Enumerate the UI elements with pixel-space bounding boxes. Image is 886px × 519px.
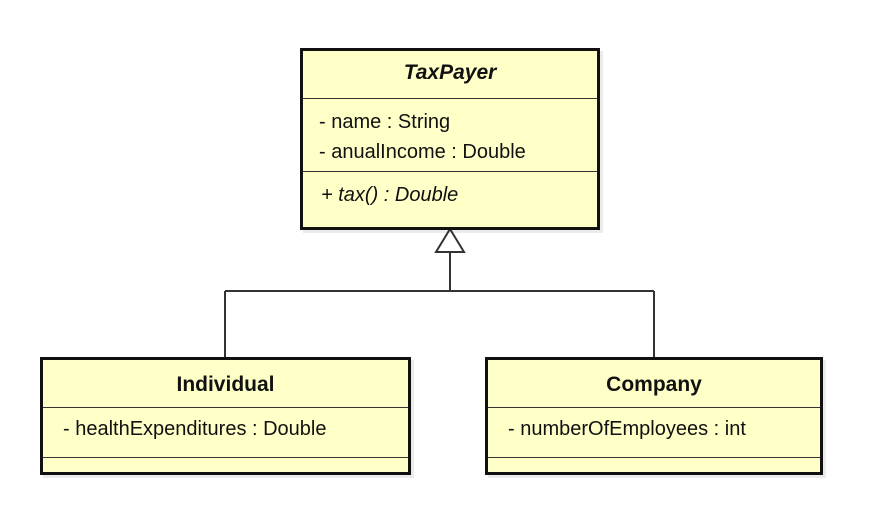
class-name-company: Company	[488, 360, 820, 408]
individual-operations	[43, 458, 408, 476]
attribute-name: - name : String	[319, 111, 451, 133]
class-name-individual: Individual	[43, 360, 408, 408]
operation-tax: + tax() : Double	[321, 184, 459, 206]
class-individual[interactable]: Individual - healthExpenditures : Double	[40, 357, 411, 475]
attribute-anual-income: - anualIncome : Double	[319, 141, 526, 163]
attribute-number-of-employees: - numberOfEmployees : int	[508, 418, 746, 440]
class-name-taxpayer: TaxPayer	[303, 51, 597, 99]
class-taxpayer[interactable]: TaxPayer - name : String - anualIncome :…	[300, 48, 600, 230]
class-company[interactable]: Company - numberOfEmployees : int	[485, 357, 823, 475]
company-attributes: - numberOfEmployees : int	[488, 408, 820, 458]
company-operations	[488, 458, 820, 476]
attribute-health-expenditures: - healthExpenditures : Double	[63, 418, 327, 440]
taxpayer-operations: + tax() : Double	[303, 172, 597, 214]
generalization-arrowhead	[434, 227, 466, 253]
individual-attributes: - healthExpenditures : Double	[43, 408, 408, 458]
taxpayer-attributes: - name : String - anualIncome : Double	[303, 99, 597, 172]
